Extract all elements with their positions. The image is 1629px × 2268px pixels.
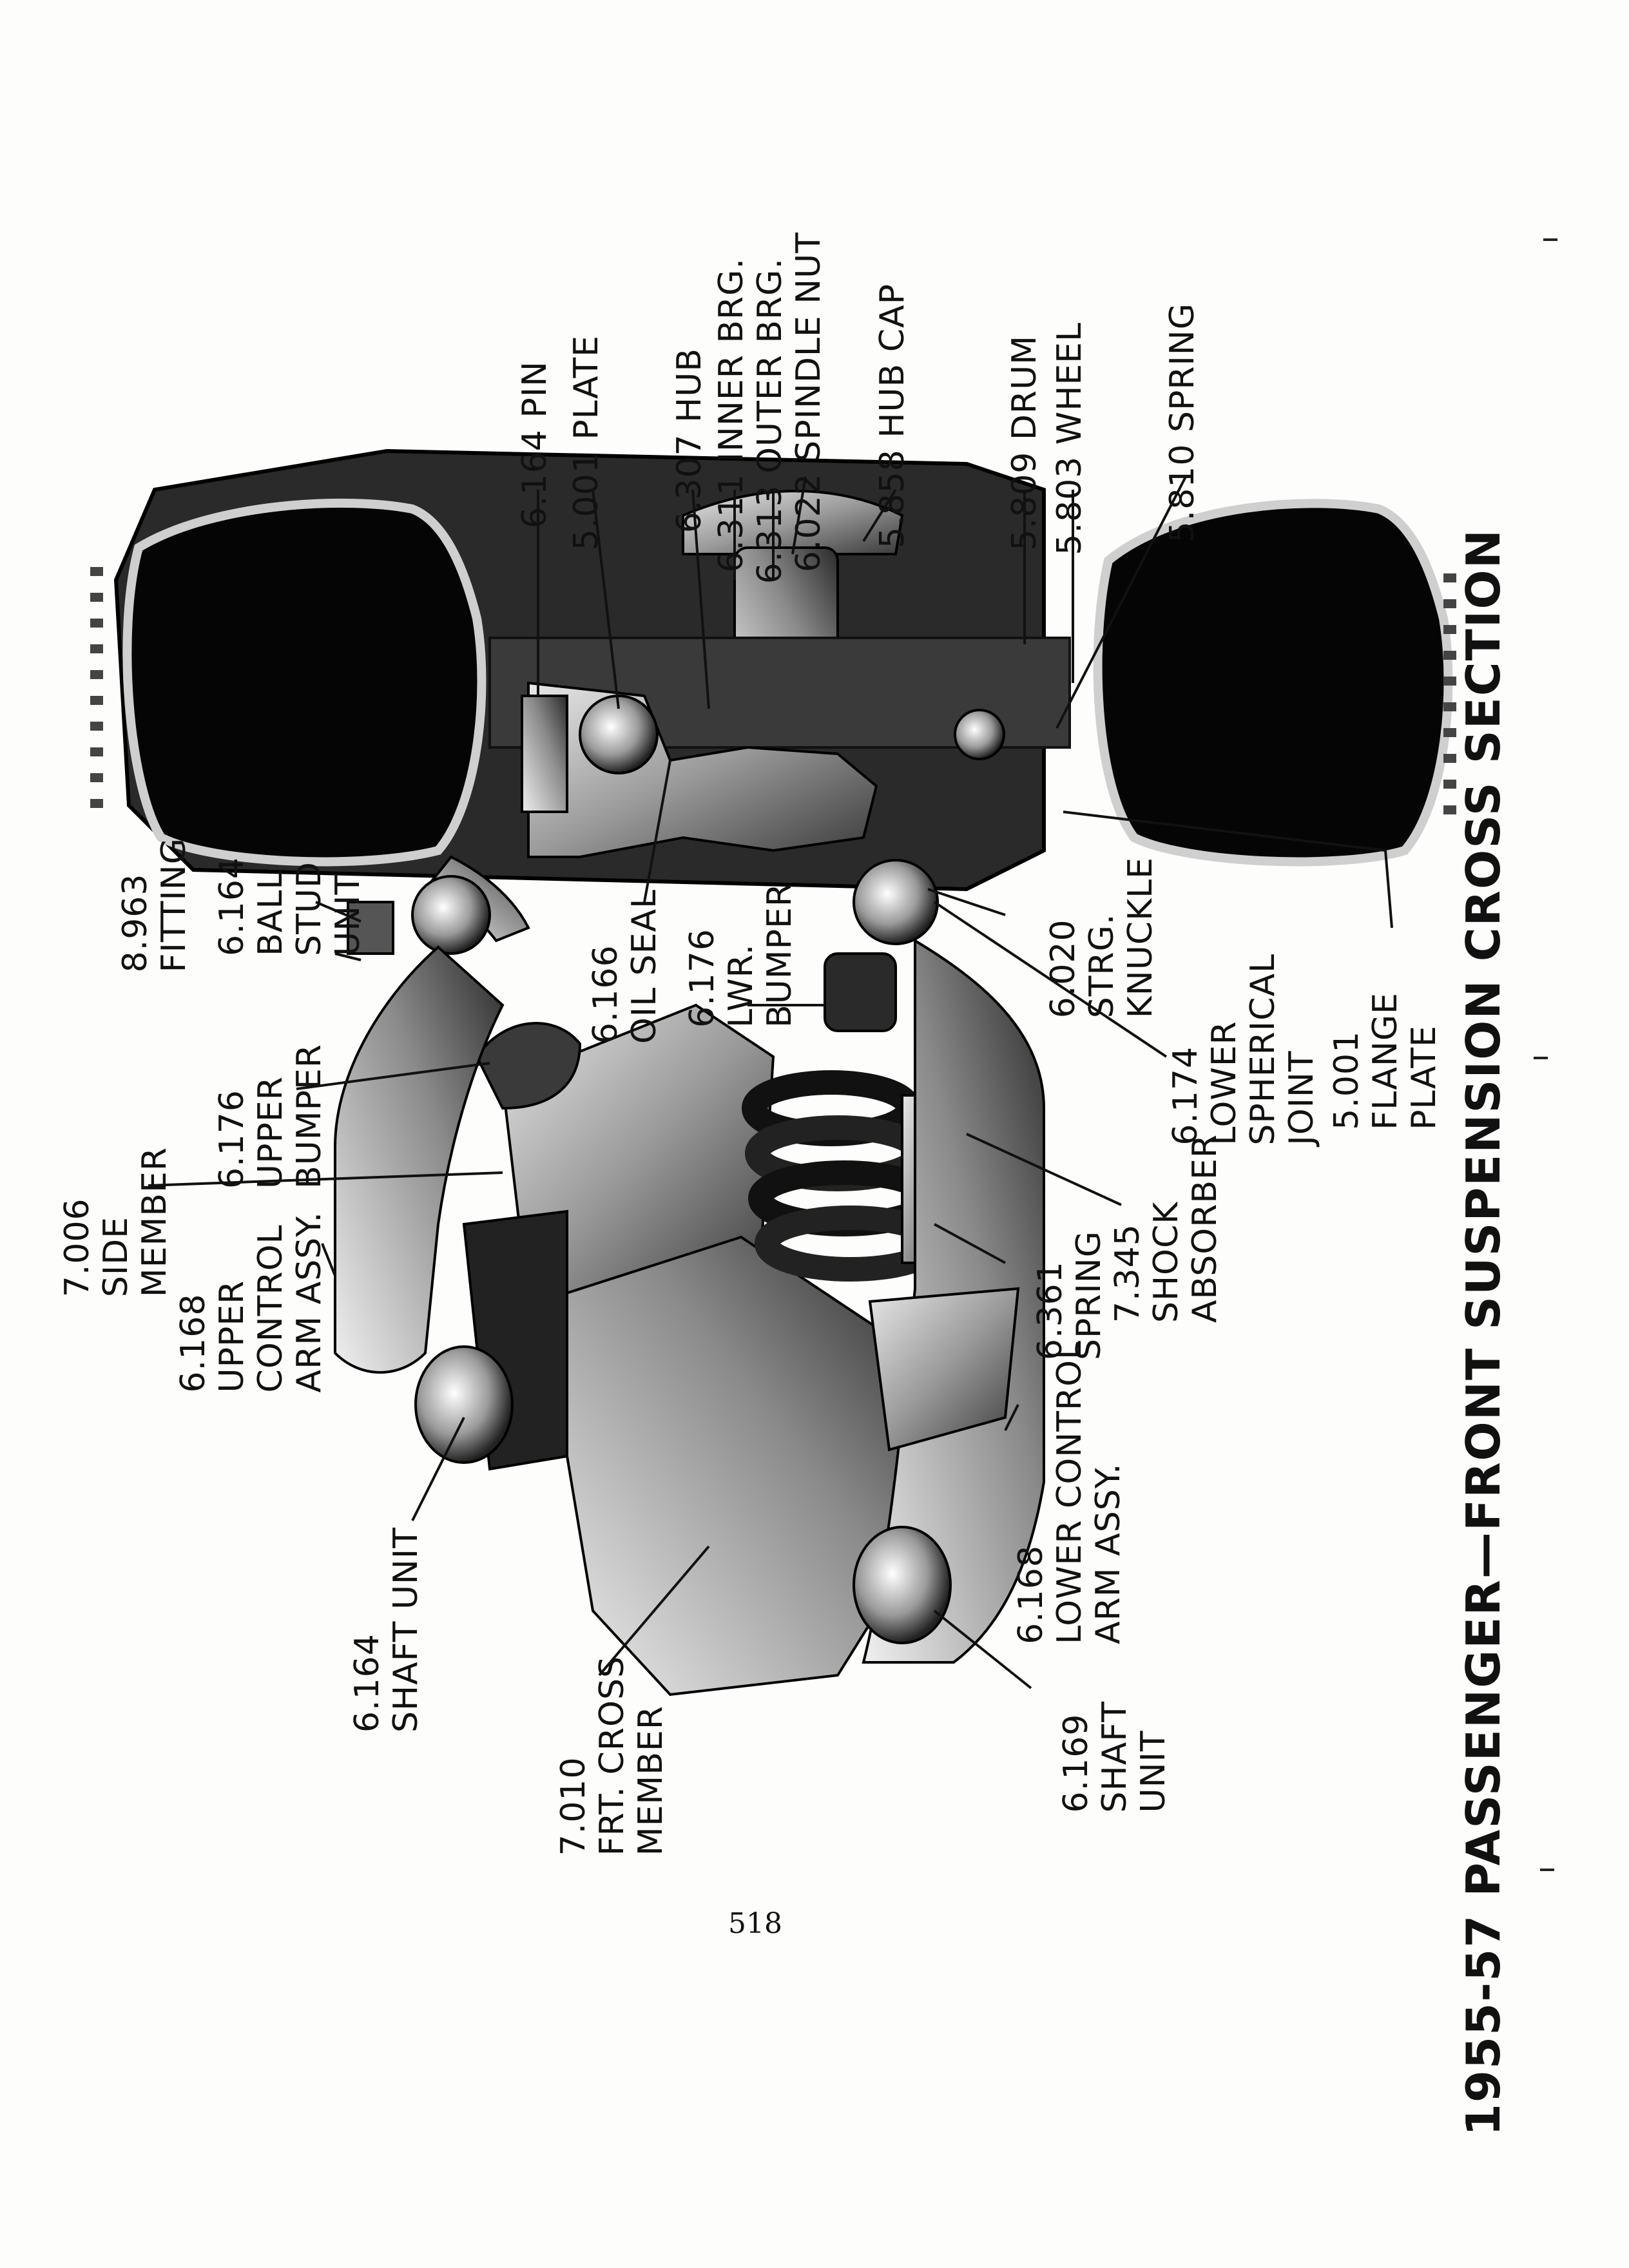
label-oil-seal: 6.166 OIL SEAL (586, 889, 664, 1044)
lower-spherical-joint (853, 859, 939, 945)
upper-bumper (475, 1022, 582, 1110)
label-wheel: 5.803 WHEEL (1050, 322, 1089, 555)
label-plate: 5.001 PLATE (567, 335, 606, 551)
label-hub-cap: 5.858 HUB CAP (873, 284, 912, 548)
tire-cross-section-bottom (1093, 499, 1453, 867)
hub-cap-shape (682, 490, 904, 555)
label-drum: 5.809 DRUM (1005, 335, 1044, 551)
fitting (347, 901, 394, 955)
steering-knuckle-assembly (347, 681, 939, 955)
wheel-tire-assembly (90, 448, 1456, 892)
edge-mark-bottom (1540, 1869, 1554, 1871)
page-title: 1955-57 PASSENGER—FRONT SUSPENSION CROSS… (1456, 528, 1510, 2137)
label-ball-stud: 6.164 BALL STUD UNIT (213, 857, 367, 956)
label-shaft-unit-upper: 6.164 SHAFT UNIT (348, 1527, 425, 1733)
edge-mark-top (1543, 238, 1557, 241)
leader-lines (148, 476, 1393, 1689)
upper-control-arm-assembly (334, 945, 514, 1464)
upper-ball-stud (411, 875, 491, 955)
frame-assembly (462, 952, 917, 1696)
label-shock-absorber: 7.345 SHOCK ABSORBER (1108, 1134, 1224, 1323)
pin (521, 695, 568, 813)
label-lower-control-arm: 6.168 LOWER CONTROL ARM ASSY. (1012, 1340, 1128, 1644)
label-cross-member: 7.010 FRT. CROSS MEMBER (554, 1656, 670, 1856)
lower-shaft-unit (853, 1526, 952, 1644)
label-shaft-unit-lower: 6.169 SHAFT UNIT (1057, 1701, 1173, 1813)
label-spindle-nut: 6.022 SPINDLE NUT (789, 232, 828, 573)
lower-bumper (824, 952, 897, 1032)
label-strg-knuckle: 6.020 STRG. KNUCKLE (1044, 857, 1160, 1019)
label-side-member: 7.006 SIDE MEMBER (58, 1147, 174, 1298)
label-outer-brg: 6.313 OUTER BRG. (751, 258, 789, 584)
label-lwr-bumper: 6.176 LWR. BUMPER (683, 883, 799, 1028)
label-hub: 6.307 HUB (670, 348, 709, 533)
lower-control-arm-assembly (853, 938, 1045, 1664)
page-number: 518 (728, 1907, 782, 1940)
label-lower-spherical: 6.174 LOWER SPHERICAL JOINT (1166, 954, 1321, 1146)
brake-gear (954, 709, 1005, 760)
label-pin: 6.164 PIN (516, 361, 554, 528)
label-upper-control-arm: 6.168 UPPER CONTROL ARM ASSY. (174, 1211, 329, 1393)
label-spring-top: 5.810 SPRING (1163, 303, 1202, 543)
frt-cross-member (559, 1235, 917, 1696)
label-fitting: 8.963 FITTING (116, 838, 193, 973)
label-flange-plate: 5.001 FLANGE PLATE (1327, 992, 1443, 1130)
oil-seal (579, 695, 659, 774)
upper-shaft-unit (414, 1345, 514, 1464)
tire-cross-section-top (122, 498, 487, 867)
label-inner-brg: 6.311 INNER BRG. (712, 258, 751, 573)
label-upper-bumper: 6.176 UPPER BUMPER (213, 1044, 329, 1189)
edge-mark-middle (1534, 1057, 1548, 1059)
